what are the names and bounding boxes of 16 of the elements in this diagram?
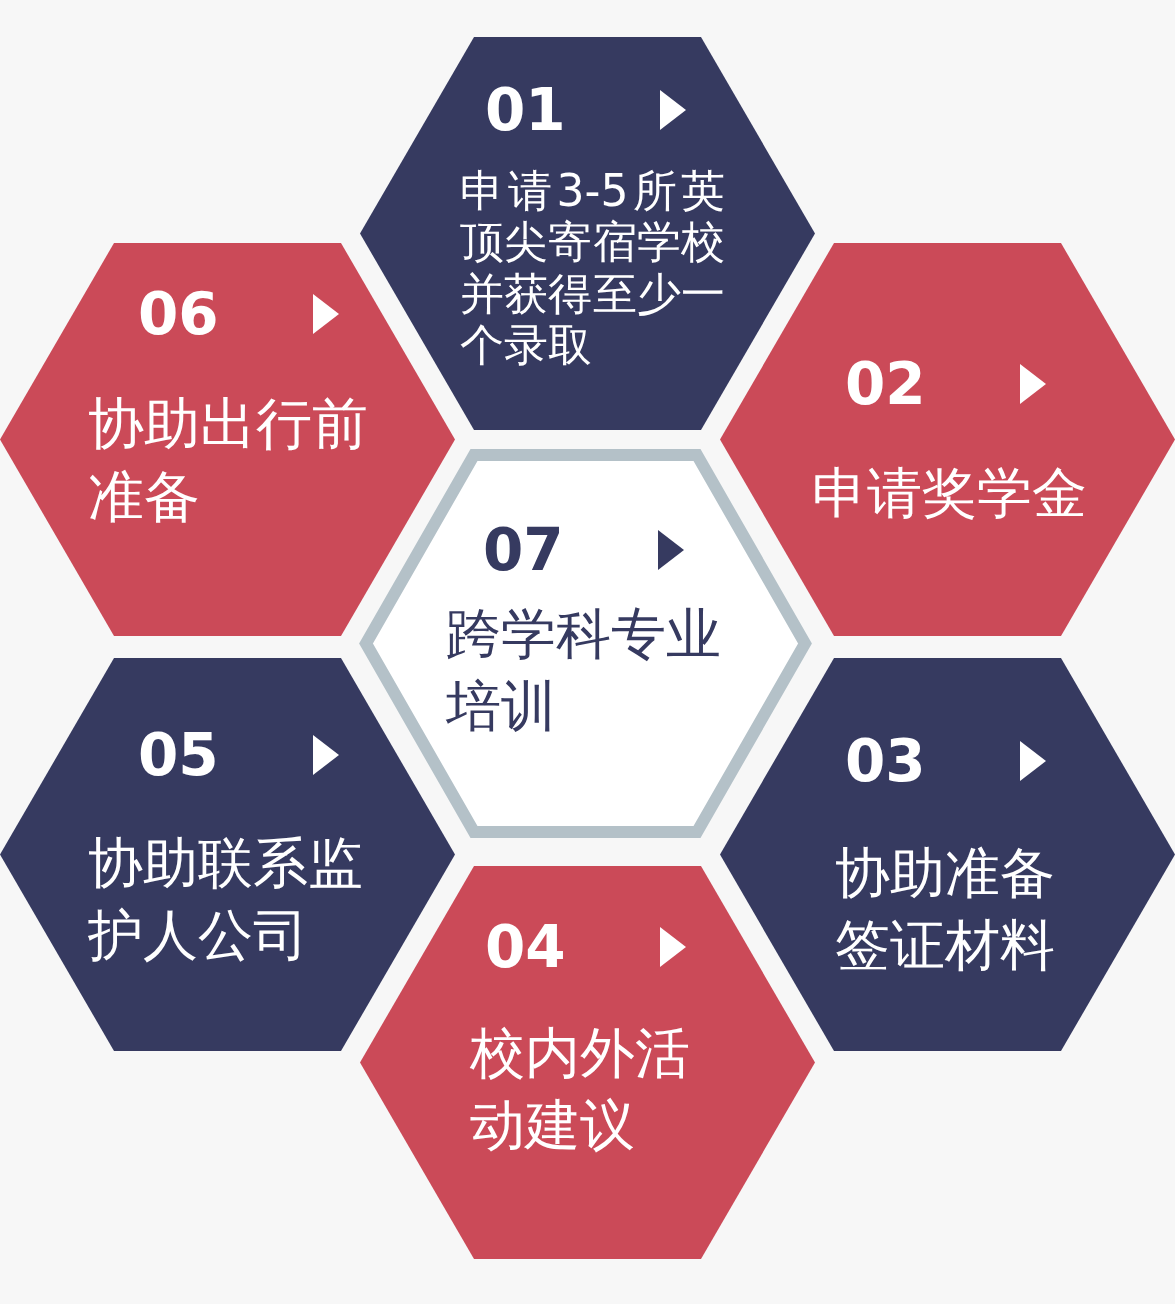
step-number: 06 xyxy=(138,281,219,347)
step-number: 07 xyxy=(483,517,564,583)
step-text: 协助准备签证材料 xyxy=(835,840,1056,979)
step-text: 跨学科专业培训 xyxy=(446,601,722,740)
step-text: 协助出行前准备 xyxy=(88,390,369,531)
step-text: 申请奖学金 xyxy=(812,460,1088,527)
step-number: 05 xyxy=(138,722,219,788)
step-number: 01 xyxy=(485,77,566,143)
step-text: 协助联系监护人公司 xyxy=(88,830,364,969)
step-text: 申请3-5所英顶尖寄宿学校并获得至少一个录取 xyxy=(460,165,725,371)
hexagon-card xyxy=(720,658,1175,1051)
step-text: 校内外活动建议 xyxy=(470,1020,691,1159)
step-number: 04 xyxy=(485,914,566,980)
hexagon-card xyxy=(360,866,815,1259)
step-number: 03 xyxy=(845,728,926,794)
step-number: 02 xyxy=(845,351,926,417)
